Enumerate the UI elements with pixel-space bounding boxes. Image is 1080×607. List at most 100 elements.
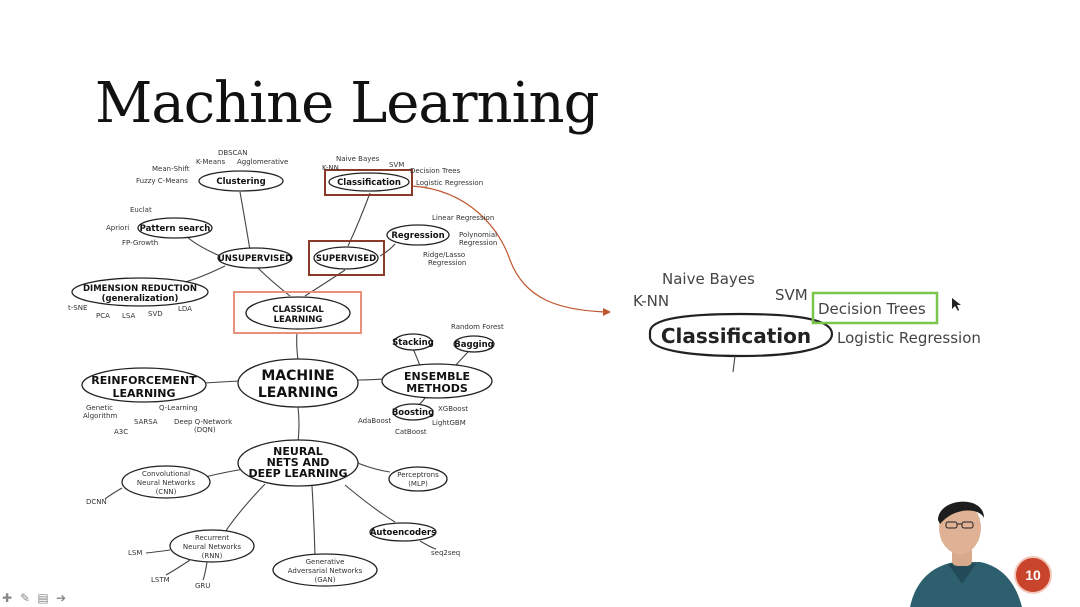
seq2seq-label: seq2seq xyxy=(431,549,460,557)
node-reinforcement-learning: REINFORCEMENT LEARNING Genetic Algorithm… xyxy=(81,367,233,436)
ensemble-label-1: ENSEMBLE xyxy=(404,370,470,383)
dim-algo-lda: LDA xyxy=(178,305,192,313)
node-neural-nets: NEURAL NETS AND DEEP LEARNING xyxy=(237,439,359,487)
node-ensemble-methods: ENSEMBLE METHODS xyxy=(381,363,493,399)
arrow-right-icon[interactable]: ➔ xyxy=(55,591,67,605)
zoom-arrow xyxy=(411,185,606,313)
class-algo-logistic: Logistic Regression xyxy=(416,179,483,187)
reg-algo-ridge-2: Regression xyxy=(428,259,466,267)
supervised-label: SUPERVISED xyxy=(316,254,376,264)
ensemble-label-2: METHODS xyxy=(406,382,468,395)
dim-algo-svd: SVD xyxy=(148,310,163,318)
clustering-algo-kmeans: K-Means xyxy=(196,158,225,166)
stacking-label: Stacking xyxy=(392,338,434,348)
node-rnn: Recurrent Neural Networks (RNN) LSM LSTM… xyxy=(128,529,255,590)
dcnn-label: DCNN xyxy=(86,498,107,506)
classical-label-2: LEARNING xyxy=(274,315,323,325)
supervised-highlight-box xyxy=(308,240,385,276)
rl-algo-dqn-2: (DQN) xyxy=(194,426,216,434)
zoom-item-svm: SVM xyxy=(775,286,808,304)
clustering-algo-agglomerative: Agglomerative xyxy=(237,158,288,166)
dim-algo-lsa: LSA xyxy=(122,312,135,320)
rnn-label-1: Recurrent xyxy=(195,534,229,542)
boost-algo-adaboost: AdaBoost xyxy=(358,417,391,425)
reinforcement-label-2: LEARNING xyxy=(112,387,175,400)
rnn-algo-lstm: LSTM xyxy=(151,576,170,584)
pattern-search-label: Pattern search xyxy=(140,224,211,234)
neural-label-1: NEURAL xyxy=(273,445,323,458)
class-algo-naive-bayes: Naive Bayes xyxy=(336,155,380,163)
pen-icon[interactable]: ✎ xyxy=(19,591,31,605)
dim-algo-tsne: t-SNE xyxy=(68,304,87,312)
boost-algo-catboost: CatBoost xyxy=(395,428,427,436)
dim-label-1: DIMENSION REDUCTION xyxy=(83,284,197,294)
mouse-cursor-icon xyxy=(952,298,961,311)
rl-algo-dqn-1: Deep Q-Network xyxy=(174,418,233,426)
clustering-label: Clustering xyxy=(216,177,265,187)
zoom-classification-oval xyxy=(648,312,834,358)
zoom-arrow-head xyxy=(603,308,611,316)
cnn-label-1: Convolutional xyxy=(142,470,190,478)
pattern-algo-fpgrowth: FP-Growth xyxy=(122,239,158,247)
center-label-2: LEARNING xyxy=(258,385,338,401)
boosting-label: Boosting xyxy=(392,408,434,418)
regression-label: Regression xyxy=(391,231,444,241)
reg-algo-linear: Linear Regression xyxy=(432,214,494,222)
rl-algo-genetic-1: Genetic xyxy=(86,404,113,412)
neural-label-2: NETS AND xyxy=(267,456,330,469)
gan-label-2: Adversarial Networks xyxy=(288,567,363,575)
reg-algo-polynomial-2: Regression xyxy=(459,239,497,247)
boost-algo-xgboost: XGBoost xyxy=(438,405,468,413)
node-classification-small: Classification Naive Bayes K-NN SVM Deci… xyxy=(322,155,483,192)
zoom-title: Classification xyxy=(661,324,811,348)
clustering-algo-dbscan: DBSCAN xyxy=(218,149,247,157)
slide-number-badge: 10 xyxy=(1014,556,1052,594)
presenter-webcam xyxy=(900,488,1025,607)
class-algo-decision-trees: Decision Trees xyxy=(410,167,461,175)
node-machine-learning: MACHINE LEARNING xyxy=(237,358,359,408)
slides-icon[interactable]: ▤ xyxy=(37,591,49,605)
rl-algo-qlearning: Q-Learning xyxy=(159,404,198,412)
node-clustering: Clustering DBSCAN K-Means Agglomerative … xyxy=(136,149,288,192)
connectors xyxy=(184,191,471,557)
autoencoders-label: Autoencoders xyxy=(370,528,436,538)
node-pattern-search: Pattern search Euclat Apriori FP-Growth xyxy=(106,206,213,247)
gan-label-3: (GAN) xyxy=(315,576,336,584)
rnn-algo-lsm: LSM xyxy=(128,549,142,557)
reg-algo-ridge-1: Ridge/Lasso xyxy=(423,251,465,259)
classical-highlight-box xyxy=(233,291,362,334)
random-forest-label: Random Forest xyxy=(451,323,504,331)
center-label-1: MACHINE xyxy=(261,368,334,384)
boost-algo-lightgbm: LightGBM xyxy=(432,419,466,427)
slide-title: Machine Learning xyxy=(95,71,599,136)
zoom-classification: Classification Naive Bayes K-NN SVM Deci… xyxy=(633,270,981,373)
classification-small-label: Classification xyxy=(337,178,401,188)
perceptrons-label-1: Perceptrons xyxy=(397,471,439,479)
class-algo-knn: K-NN xyxy=(322,164,339,172)
rnn-label-3: (RNN) xyxy=(202,552,223,560)
bagging-label: Bagging xyxy=(454,340,493,350)
decision-trees-highlight-box xyxy=(811,291,939,325)
dim-label-2: (generalization) xyxy=(102,294,179,304)
neural-label-3: DEEP LEARNING xyxy=(248,467,347,480)
node-autoencoders: Autoencoders seq2seq xyxy=(369,522,460,557)
node-bagging: Bagging Random Forest xyxy=(451,323,504,353)
gan-label-1: Generative xyxy=(306,558,345,566)
rl-algo-genetic-2: Algorithm xyxy=(83,412,117,420)
cnn-label-3: (CNN) xyxy=(156,488,177,496)
rnn-label-2: Neural Networks xyxy=(183,543,242,551)
reg-algo-polynomial-1: Polynomial xyxy=(459,231,497,239)
pattern-algo-euclat: Euclat xyxy=(130,206,152,214)
node-gan: Generative Adversarial Networks (GAN) xyxy=(272,553,378,587)
rnn-algo-gru: GRU xyxy=(195,582,210,590)
zoom-item-knn: K-NN xyxy=(633,292,669,310)
dim-algo-pca: PCA xyxy=(96,312,110,320)
classification-highlight-box xyxy=(324,169,413,196)
zoom-item-logistic-regression: Logistic Regression xyxy=(837,329,981,347)
node-dimension-reduction: DIMENSION REDUCTION (generalization) t-S… xyxy=(68,277,209,320)
reinforcement-label-1: REINFORCEMENT xyxy=(91,374,197,387)
cnn-label-2: Neural Networks xyxy=(137,479,196,487)
arrow-left-icon[interactable]: ✚ xyxy=(1,591,13,605)
rl-algo-sarsa: SARSA xyxy=(134,418,158,426)
